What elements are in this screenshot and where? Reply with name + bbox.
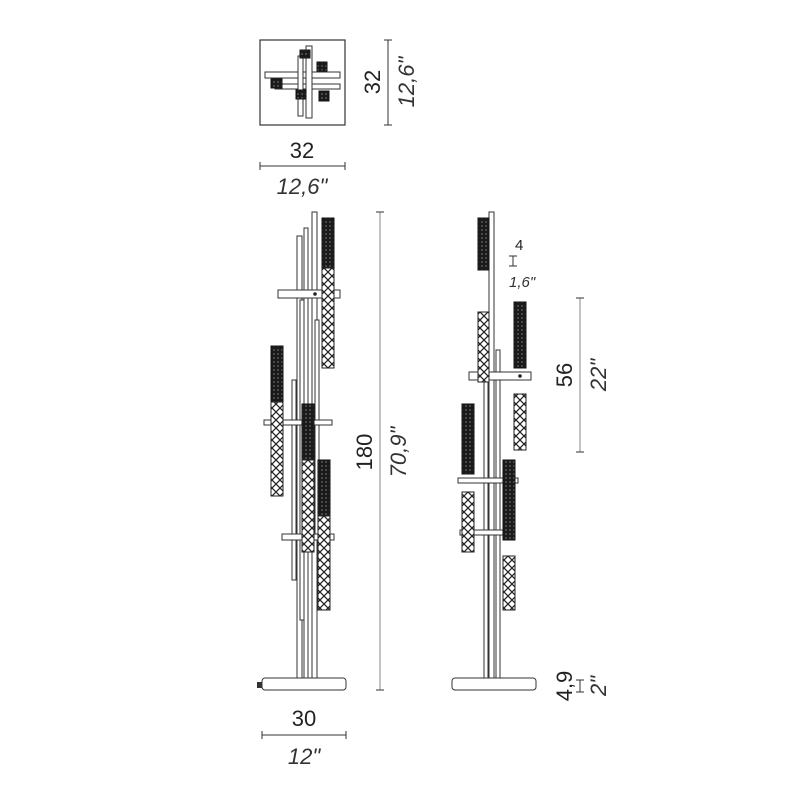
side-shade-knurled — [513, 301, 527, 369]
side-shade-mesh — [461, 491, 475, 553]
front-shade-knurled — [270, 345, 284, 403]
front-shade-mesh — [301, 459, 315, 553]
front-base-mm: 30 — [292, 706, 316, 731]
front-height-in: 70,9" — [386, 426, 411, 478]
top-view-bar-v1 — [305, 45, 313, 119]
front-arm — [263, 419, 333, 426]
side-screw — [518, 374, 522, 378]
side-shade-in: 1,6" — [509, 274, 536, 291]
front-shade-knurled — [317, 459, 331, 517]
top-height-mm: 32 — [360, 70, 385, 94]
top-view-shade — [318, 90, 330, 102]
top-width-in: 12,6" — [277, 174, 329, 199]
front-base-switch — [257, 682, 262, 688]
side-view: 4 1,6" 56 22" 4,9 2" — [451, 211, 611, 702]
side-arm — [468, 371, 532, 381]
front-shade-knurled — [301, 403, 315, 461]
side-base-in: 2" — [586, 675, 611, 697]
side-arm-mm: 56 — [552, 363, 577, 387]
side-base-mm: 4,9 — [552, 671, 577, 702]
front-shade-knurled — [321, 217, 335, 269]
side-shade-mm: 4 — [515, 237, 523, 254]
side-rod — [495, 349, 501, 679]
front-height-mm: 180 — [352, 434, 377, 471]
top-view-shade — [316, 61, 328, 72]
front-shade-mesh — [270, 401, 284, 497]
side-shade-knurled — [477, 217, 490, 271]
front-arm — [277, 289, 341, 299]
front-view: 180 70,9" 30 12" — [257, 211, 411, 769]
side-arm — [457, 477, 519, 484]
side-shade-mesh — [513, 393, 527, 451]
side-rod — [488, 211, 495, 679]
front-base-in: 12" — [288, 744, 321, 769]
top-height-in: 12,6" — [394, 56, 419, 108]
side-rod — [483, 379, 489, 679]
front-base — [261, 677, 347, 691]
top-width-mm: 32 — [290, 138, 314, 163]
front-shade-mesh — [321, 267, 335, 369]
front-rod — [291, 379, 297, 581]
top-view-shade — [299, 49, 311, 59]
side-shade-knurled — [502, 459, 516, 541]
side-shade-mesh — [502, 555, 516, 611]
front-screw — [313, 292, 317, 296]
side-shade-mesh — [477, 311, 490, 383]
side-arm-in: 22" — [586, 358, 611, 392]
top-view-bar-v2 — [297, 55, 304, 117]
front-shade-mesh — [317, 515, 331, 611]
top-view-shade — [270, 78, 283, 89]
top-view: 32 12,6" 32 12,6" — [259, 39, 419, 199]
side-base — [451, 677, 537, 691]
top-view-shade — [295, 89, 307, 100]
side-shade-knurled — [461, 403, 475, 475]
